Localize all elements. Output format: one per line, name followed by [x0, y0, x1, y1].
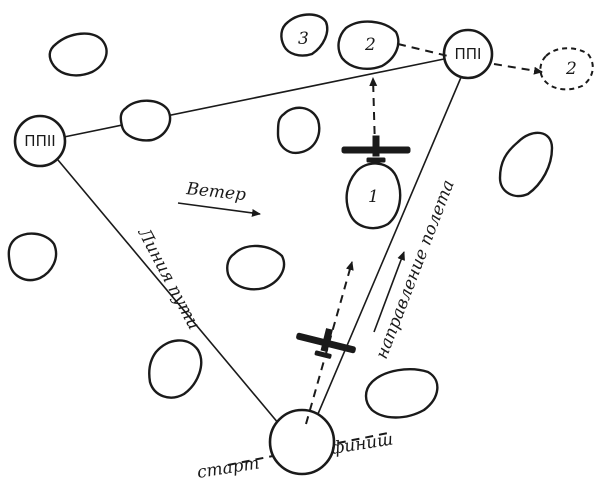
turn-point-2-label: ППII — [24, 132, 55, 150]
track-line-label: Линия пути — [133, 224, 204, 333]
cloud-upper-mid — [119, 99, 172, 142]
cloud-drift-number: 2 — [565, 59, 577, 79]
start-label: старт — [196, 453, 261, 483]
route-leg-pp2-to-finish — [57, 159, 285, 431]
airplane-upper — [341, 135, 411, 163]
flight-direction-arrow — [373, 251, 405, 333]
finish-label: финиш — [330, 429, 395, 459]
cloud-2-number: 2 — [364, 35, 376, 55]
cloud-3 — [280, 13, 329, 57]
wind-label: Ветер — [184, 179, 246, 205]
start-finish-node — [268, 408, 336, 476]
cloud-right — [498, 131, 554, 198]
wind-arrow — [177, 202, 261, 217]
cloud-center — [226, 244, 286, 291]
cloud-mid-upper — [276, 106, 321, 155]
cloud-lower-right — [364, 368, 439, 419]
route-leg-start-to-pp1 — [311, 74, 463, 429]
cloud-3-number: 3 — [298, 29, 309, 49]
cloud-top-left — [48, 32, 108, 77]
cloud-left — [7, 232, 58, 282]
cloud-lower-left — [148, 339, 203, 399]
drift-arrow-cloud — [493, 63, 543, 75]
cloud-1-number: 1 — [368, 187, 379, 207]
drift-arrow-pp1 — [397, 43, 449, 57]
airplane-lower — [296, 328, 356, 359]
turn-point-1-node — [442, 28, 494, 80]
turn-point-2-node — [13, 114, 67, 168]
plane-upper-track-arrow — [369, 77, 378, 149]
cloud-2 — [337, 20, 400, 70]
turn-point-1-label: ППI — [455, 45, 482, 63]
cloud-1 — [345, 162, 402, 230]
